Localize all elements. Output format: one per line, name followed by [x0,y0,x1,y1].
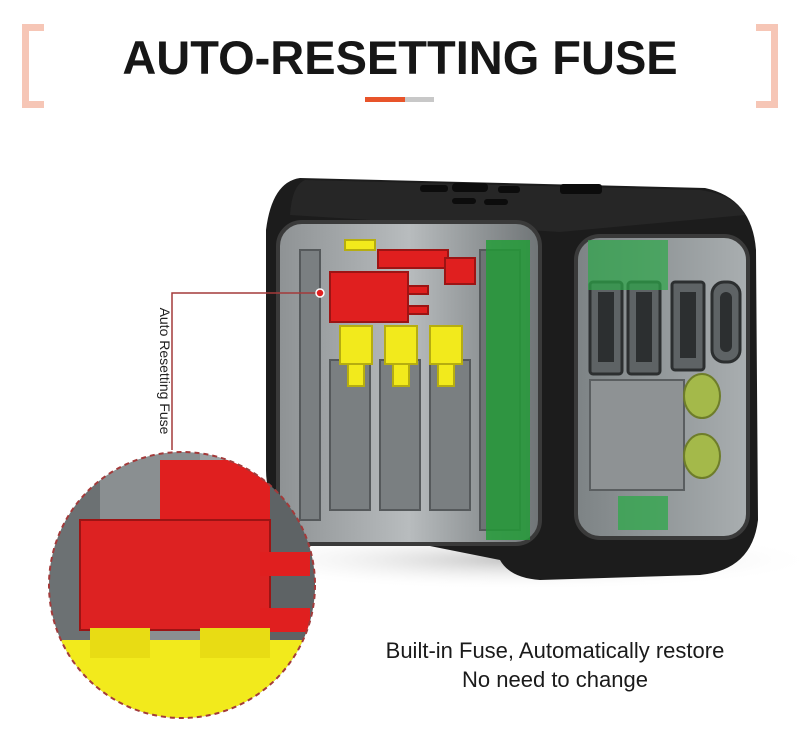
capacitors [683,373,721,479]
adapter-top-face [290,180,745,232]
title-underline-accent [365,97,405,102]
page-title: AUTO-RESETTING FUSE [122,31,678,84]
callout-marker [315,288,325,298]
yellow-prong-block [339,239,463,387]
right-bracket-decoration [756,24,778,108]
transformer-block [589,379,685,491]
socket-holes [420,183,602,205]
zoom-circle-border [48,451,316,719]
right-board-bottom [618,496,668,530]
callout-line [171,292,320,450]
caption-line-2: No need to change [462,667,648,692]
green-circuit-board [486,240,530,540]
right-circuit-board [588,240,668,290]
title-underline-gray [405,97,434,102]
fuse-callout-label: Auto Resetting Fuse [157,307,173,435]
left-bracket-decoration [22,24,44,108]
fuse-component [329,249,476,323]
caption-line-1: Built-in Fuse, Automatically restore [385,638,725,663]
